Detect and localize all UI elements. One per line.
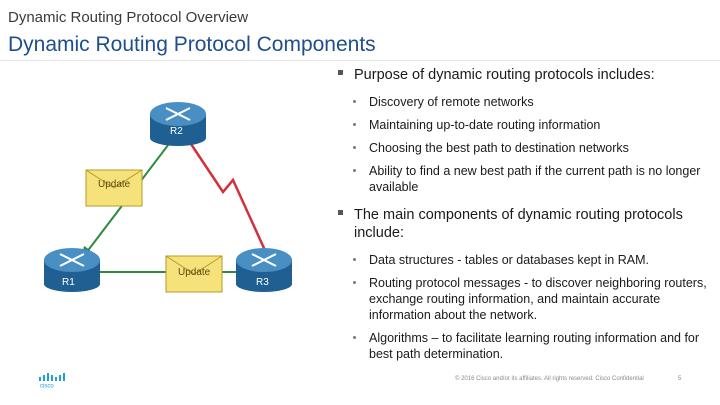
sub-bullet: Routing protocol messages - to discover … [338,275,708,323]
routing-diagram: R2 R1 R3 Update Update [28,72,338,332]
router-r3-label: R3 [256,277,269,288]
sub-bullet-text: Data structures - tables or databases ke… [369,253,649,267]
bullet-purpose-text: Purpose of dynamic routing protocols inc… [354,67,655,83]
sub-bullet: Algorithms – to facilitate learning rout… [338,330,708,362]
sub-bullet: Data structures - tables or databases ke… [338,252,708,268]
sub-bullet: Choosing the best path to destination ne… [338,140,708,156]
update-label-bottom: Update [178,267,211,278]
slide-header: Dynamic Routing Protocol Overview Dynami… [8,8,712,58]
dot-bullet-icon [353,258,356,261]
topology-svg: R2 R1 R3 Update Update [44,102,292,293]
update-label-left: Update [98,179,131,190]
dot-bullet-icon [353,146,356,149]
sub-bullet-text: Ability to find a new best path if the c… [369,164,701,194]
serial-link-r2-r3 [181,131,270,258]
update-envelope-bottom: Update [165,255,223,293]
router-r1[interactable]: R1 [44,248,100,292]
bullet-content: Purpose of dynamic routing protocols inc… [338,66,708,369]
cisco-logo-text: cisco [40,384,54,389]
dot-bullet-icon [353,100,356,103]
title-divider [0,60,720,61]
router-r1-label: R1 [62,277,75,288]
cisco-logo: cisco [38,372,68,390]
dot-bullet-icon [353,281,356,284]
slide-subtitle: Dynamic Routing Protocol Overview [8,9,249,26]
router-r3[interactable]: R3 [236,248,292,292]
bullet-purpose: Purpose of dynamic routing protocols inc… [338,66,708,84]
square-bullet-icon [338,70,343,75]
dot-bullet-icon [353,336,356,339]
sub-bullet-text: Routing protocol messages - to discover … [369,276,707,322]
footer-copyright: © 2016 Cisco and/or its affiliates. All … [455,376,644,382]
sub-bullet: Ability to find a new best path if the c… [338,163,708,195]
bullet-components: The main components of dynamic routing p… [338,206,708,242]
router-r2-label: R2 [170,126,183,137]
bullet-components-text: The main components of dynamic routing p… [354,207,683,241]
sub-bullet-text: Algorithms – to facilitate learning rout… [369,331,700,361]
sub-bullet-text: Maintaining up-to-date routing informati… [369,118,601,132]
page-number: 5 [678,376,682,382]
sub-bullet-text: Choosing the best path to destination ne… [369,141,629,155]
dot-bullet-icon [353,123,356,126]
dot-bullet-icon [353,169,356,172]
square-bullet-icon [338,210,343,215]
sub-bullet-text: Discovery of remote networks [369,95,534,109]
sub-bullet: Discovery of remote networks [338,94,708,110]
slide-title: Dynamic Routing Protocol Components [8,33,376,56]
router-r2[interactable]: R2 [150,102,206,146]
update-envelope-left: Update [85,169,143,207]
sub-bullet: Maintaining up-to-date routing informati… [338,117,708,133]
cisco-logo-icon: cisco [39,373,65,390]
